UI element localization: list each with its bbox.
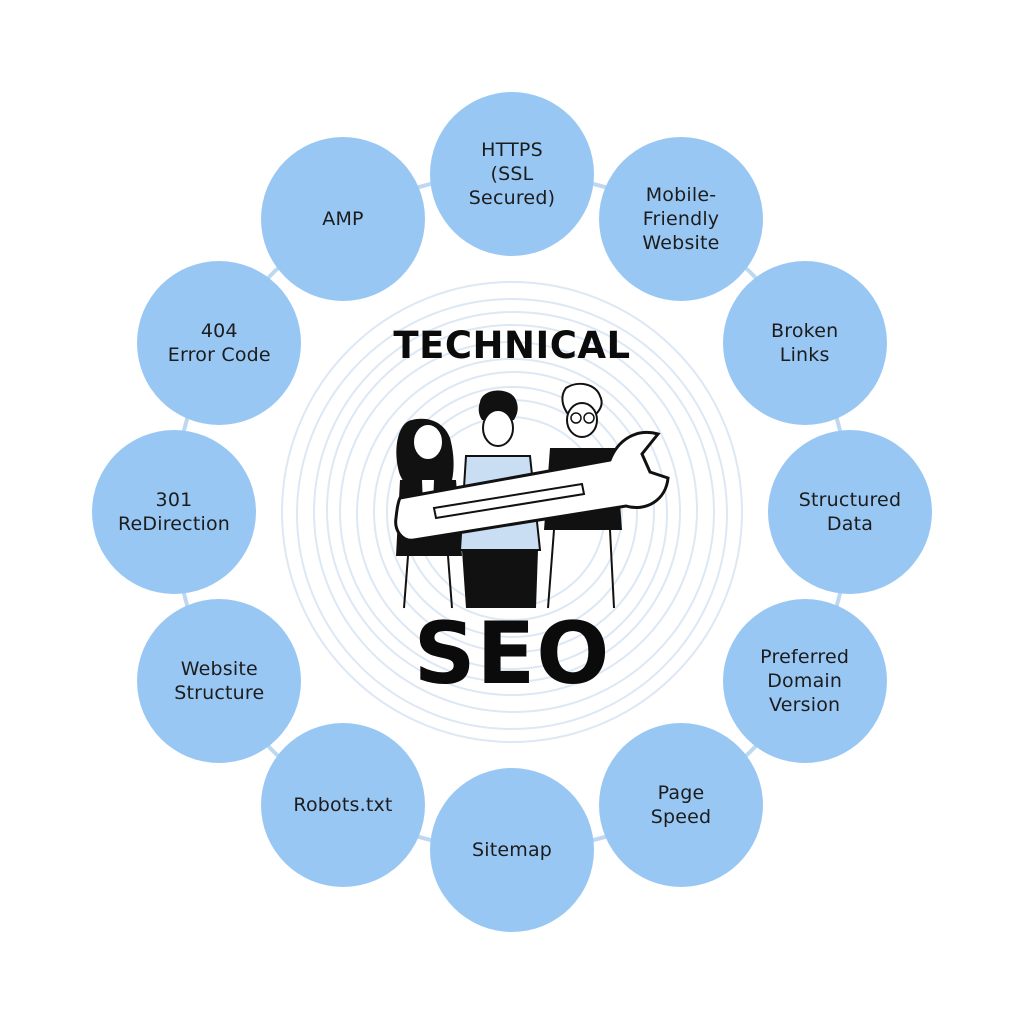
- node-website-structure: Website Structure: [137, 599, 302, 763]
- node-label: Preferred Domain Version: [760, 646, 850, 716]
- node-label: Website Structure: [174, 658, 265, 704]
- wrench-icon: [394, 431, 670, 542]
- node-label: Mobile- Friendly Website: [642, 184, 720, 255]
- node-sitemap: Sitemap: [430, 768, 594, 932]
- node-broken-links: Broken Links: [722, 261, 887, 425]
- node-label: Broken Links: [771, 320, 839, 366]
- node-301-redirection: 301 ReDirection: [92, 430, 256, 594]
- node-structured-data: Structured Data: [768, 430, 932, 594]
- node-amp: AMP: [261, 137, 425, 302]
- node-label: Structured Data: [798, 489, 902, 535]
- diagram-title-seo: SEO: [413, 604, 611, 704]
- node-label: 301 ReDirection: [117, 489, 231, 535]
- node-robots-txt: Robots.txt: [261, 722, 425, 887]
- node-label: 404 Error Code: [167, 320, 271, 366]
- node-404-error-code: 404 Error Code: [137, 261, 302, 425]
- node-label: AMP: [322, 208, 364, 231]
- node-label: HTTPS (SSL Secured): [468, 139, 556, 209]
- node-label: Page Speed: [650, 781, 712, 828]
- diagram-title-technical: TECHNICAL: [393, 324, 631, 367]
- node-https: HTTPS (SSL Secured): [430, 92, 594, 256]
- node-label: Robots.txt: [293, 793, 393, 816]
- team-wrench-illustration: [394, 382, 670, 609]
- node-preferred-domain: Preferred Domain Version: [722, 599, 887, 763]
- node-page-speed: Page Speed: [599, 722, 763, 887]
- node-mobile-friendly: Mobile- Friendly Website: [599, 137, 763, 302]
- node-label: Sitemap: [471, 839, 553, 861]
